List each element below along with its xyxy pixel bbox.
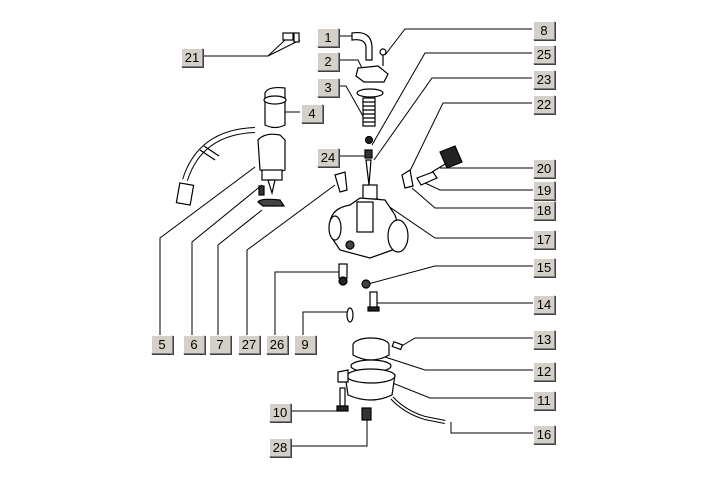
- callout-7[interactable]: 7: [209, 335, 231, 354]
- callout-26[interactable]: 26: [266, 335, 288, 354]
- callout-27[interactable]: 27: [238, 335, 260, 354]
- part-2: [355, 65, 389, 83]
- callout-21[interactable]: 21: [181, 48, 203, 67]
- callout-24[interactable]: 24: [317, 148, 339, 167]
- callout-4[interactable]: 4: [301, 104, 323, 123]
- part-17: [362, 184, 378, 200]
- callout-9[interactable]: 9: [294, 335, 316, 354]
- callout-19[interactable]: 19: [533, 181, 555, 200]
- callout-13[interactable]: 13: [533, 330, 555, 349]
- callout-16[interactable]: 16: [533, 425, 555, 444]
- callout-20[interactable]: 20: [533, 159, 555, 178]
- callout-1[interactable]: 1: [317, 28, 339, 47]
- callout-3[interactable]: 3: [317, 78, 339, 97]
- part-1: [351, 31, 373, 61]
- callout-10[interactable]: 10: [269, 403, 291, 422]
- callout-8[interactable]: 8: [533, 21, 555, 40]
- callout-6[interactable]: 6: [183, 335, 205, 354]
- callout-2[interactable]: 2: [317, 52, 339, 71]
- callout-11[interactable]: 11: [533, 391, 555, 410]
- callout-23[interactable]: 23: [533, 70, 555, 89]
- callout-28[interactable]: 28: [269, 438, 291, 457]
- part-4: [264, 86, 286, 129]
- leader-lines: [159, 28, 535, 447]
- callout-12[interactable]: 12: [533, 362, 555, 381]
- part-3: [362, 97, 376, 127]
- callout-25[interactable]: 25: [533, 45, 555, 64]
- callout-14[interactable]: 14: [533, 295, 555, 314]
- part-5: [257, 133, 286, 174]
- callout-15[interactable]: 15: [533, 258, 555, 277]
- part-drawings: [175, 31, 463, 424]
- callout-22[interactable]: 22: [533, 95, 555, 114]
- part-21: [282, 32, 294, 41]
- callout-17[interactable]: 17: [533, 230, 555, 249]
- callout-18[interactable]: 18: [533, 201, 555, 220]
- callout-5[interactable]: 5: [151, 335, 173, 354]
